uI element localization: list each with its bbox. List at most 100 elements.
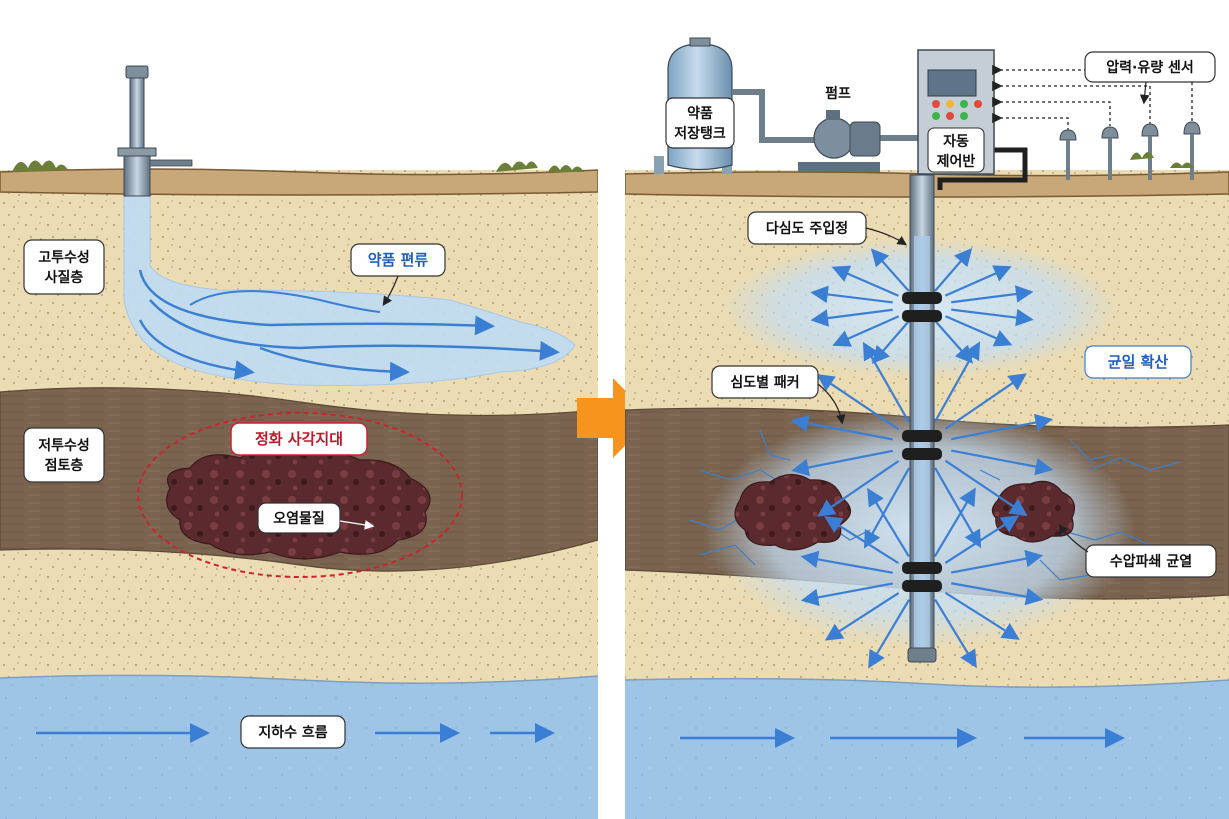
grass-tuft	[1130, 152, 1154, 160]
diffusion-arrow	[800, 582, 893, 607]
diffusion-arrow	[944, 459, 1028, 516]
sensor-icon	[1101, 126, 1119, 180]
arrow-right-icon	[577, 378, 652, 458]
diffusion-arrow	[790, 414, 893, 441]
contaminant-mass-left	[734, 473, 852, 551]
svg-text:다심도 주입정: 다심도 주입정	[766, 220, 848, 237]
channeling-arrow	[138, 269, 495, 336]
label-contaminant: 오염물질	[257, 502, 375, 534]
water-table	[0, 674, 598, 684]
svg-text:오염물질: 오염물질	[273, 511, 325, 527]
label-sensors: 압력·유량 센서	[1084, 51, 1216, 105]
diffusion-arrow	[800, 550, 893, 574]
channeling-arrow	[138, 319, 255, 380]
feed-pipe	[732, 89, 815, 143]
channeling-arrow	[259, 346, 410, 382]
svg-text:균일 확산: 균일 확산	[1108, 353, 1169, 371]
groundwater-layer	[625, 678, 1229, 819]
grass-tuft	[12, 160, 68, 172]
injection-well-casing	[123, 149, 151, 197]
packer-icon	[902, 562, 942, 592]
dead-zone-boundary	[137, 412, 463, 578]
diffusion-arrow	[945, 315, 1013, 347]
diffusion-arrow	[871, 320, 910, 364]
label-dead-zone: 정화 사각지대	[230, 422, 368, 456]
diffusion-arrow	[951, 308, 1034, 327]
diffusion-arrow	[791, 449, 893, 477]
diffusion-arrow	[816, 374, 900, 431]
label-fracture: 수압파쇄 균열	[1058, 524, 1217, 578]
diffusion-arrow	[951, 449, 1054, 476]
chemical-plume	[123, 189, 576, 386]
diffusion-arrow	[944, 591, 1020, 640]
diffusion-arrow	[868, 599, 911, 669]
control-cable	[937, 147, 1028, 190]
label-packers: 심도별 패커	[711, 365, 846, 425]
water-table	[625, 677, 1229, 688]
surface-pipe	[149, 159, 193, 167]
svg-text:수압파쇄 균열: 수압파쇄 균열	[1110, 553, 1192, 570]
diffusion-arrow	[944, 373, 1027, 430]
sky	[0, 0, 598, 175]
wellhead-flange	[117, 147, 157, 157]
sensor-icon	[1059, 129, 1077, 180]
diffusion-arrow	[824, 592, 900, 641]
diffusion-arrow	[944, 515, 1020, 564]
diffusion-arrow	[944, 265, 1012, 297]
grass-tuft	[1170, 162, 1194, 168]
label-channeling: 약품 편류	[350, 243, 446, 306]
diffusion-arrow	[933, 341, 981, 423]
sensor-icon	[1183, 121, 1201, 180]
pointer-line	[382, 275, 399, 306]
grass-tuft	[548, 165, 584, 172]
svg-text:지하수 흐름: 지하수 흐름	[258, 724, 327, 741]
svg-text:약품 편류: 약품 편류	[368, 251, 429, 269]
diffusion-arrow	[831, 265, 899, 297]
diffusion-arrow	[951, 413, 1053, 441]
channeling-arrow	[189, 290, 381, 313]
pump-icon: 펌프	[798, 85, 881, 172]
diffusion-arrow	[951, 549, 1044, 574]
label-uniform-spread: 균일 확산	[1084, 345, 1192, 379]
label-injection-well: 다심도 주입정	[747, 211, 907, 246]
svg-text:정화 사각지대: 정화 사각지대	[255, 430, 343, 448]
packer-icon	[902, 430, 942, 460]
packer-icon	[902, 292, 942, 322]
hydraulic-fractures	[689, 429, 1181, 581]
diffusion-arrow	[867, 487, 910, 557]
pointer-line	[339, 520, 375, 530]
radial-flow-arrows	[790, 248, 1054, 669]
diffusion-arrow	[951, 582, 1044, 606]
well-cap-bottom	[907, 647, 937, 663]
diffusion-arrow	[824, 516, 900, 565]
channeling-arrow	[149, 299, 560, 361]
diffusion-arrow	[934, 248, 973, 292]
valve-handle-icon	[125, 65, 149, 79]
diffusion-arrow	[934, 467, 982, 549]
diffusion-arrow	[934, 599, 977, 669]
diffusion-arrow	[862, 341, 910, 423]
well-screen	[914, 236, 930, 656]
diffusion-arrow	[810, 308, 893, 327]
svg-text:펌프: 펌프	[825, 85, 851, 102]
diffusion-arrow	[870, 248, 910, 292]
label-groundwater: 지하수 흐름	[240, 715, 346, 749]
topsoil	[0, 168, 598, 196]
svg-text:압력·유량 센서: 압력·유량 센서	[1106, 60, 1193, 76]
diffusion-arrow	[951, 285, 1034, 304]
diffusion-arrow	[817, 460, 900, 517]
diffusion-arrow	[832, 315, 900, 347]
diffusion-arrow	[810, 285, 893, 304]
diffusion-arrow	[933, 487, 976, 557]
